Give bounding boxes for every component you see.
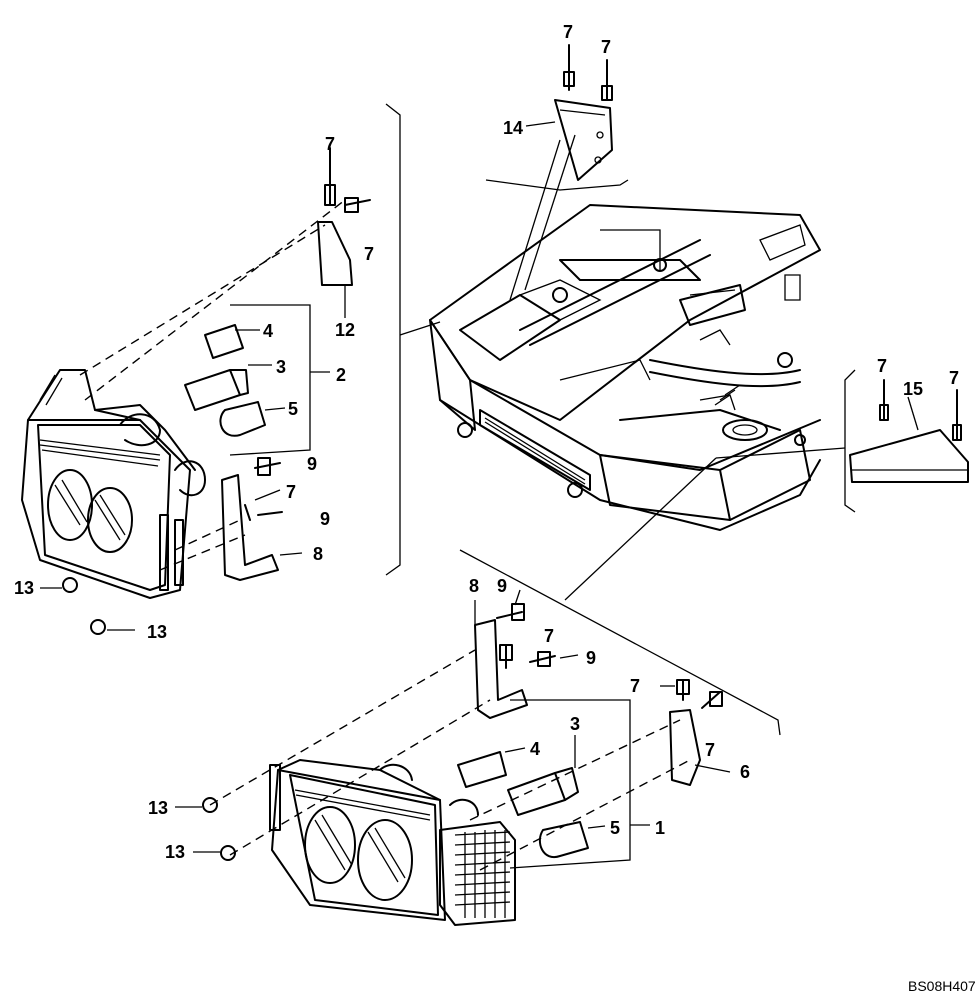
callout-8: 8 bbox=[313, 544, 323, 564]
bulb-5-lower bbox=[538, 821, 606, 859]
callout-13: 13 bbox=[148, 798, 168, 818]
corner-cover-14 bbox=[525, 44, 613, 181]
callout-7: 7 bbox=[949, 368, 959, 388]
callout-12: 12 bbox=[335, 320, 355, 340]
right-headlamp-assembly bbox=[175, 549, 781, 926]
callout-5: 5 bbox=[610, 818, 620, 838]
callout-13: 13 bbox=[165, 842, 185, 862]
callout-3: 3 bbox=[276, 357, 286, 377]
bulb-4-lower bbox=[457, 747, 526, 788]
reference-leaders bbox=[399, 134, 846, 601]
callout-7: 7 bbox=[601, 37, 611, 57]
callout-7: 7 bbox=[563, 22, 573, 42]
callout-9: 9 bbox=[307, 454, 317, 474]
callout-8: 8 bbox=[469, 576, 479, 596]
callout-7: 7 bbox=[325, 134, 335, 154]
left-headlamp-assembly bbox=[21, 103, 401, 635]
bulb-3-upper bbox=[184, 364, 272, 411]
callout-7: 7 bbox=[364, 244, 374, 264]
callout-13: 13 bbox=[14, 578, 34, 598]
callout-9: 9 bbox=[586, 648, 596, 668]
callout-2: 2 bbox=[336, 365, 346, 385]
callout-7: 7 bbox=[877, 356, 887, 376]
callout-15: 15 bbox=[903, 379, 923, 399]
callout-labels: 7 7 14 7 7 12 4 3 2 5 9 7 9 8 13 13 7 15… bbox=[14, 22, 959, 862]
callout-7: 7 bbox=[630, 676, 640, 696]
drawing-code: BS08H407 bbox=[908, 978, 976, 994]
bulb-5-upper bbox=[219, 401, 286, 437]
callout-4: 4 bbox=[530, 739, 540, 759]
side-cover-15 bbox=[844, 369, 969, 513]
callout-13: 13 bbox=[147, 622, 167, 642]
callout-9: 9 bbox=[320, 509, 330, 529]
callout-9: 9 bbox=[497, 576, 507, 596]
callout-7: 7 bbox=[286, 482, 296, 502]
bulb-4-upper bbox=[204, 324, 260, 359]
callout-7: 7 bbox=[705, 740, 715, 760]
bulb-3-lower bbox=[507, 735, 579, 816]
callout-7: 7 bbox=[544, 626, 554, 646]
callout-4: 4 bbox=[263, 321, 273, 341]
callout-14: 14 bbox=[503, 118, 523, 138]
chassis-frame-assembly bbox=[429, 204, 821, 531]
callout-5: 5 bbox=[288, 399, 298, 419]
callout-3: 3 bbox=[570, 714, 580, 734]
callout-6: 6 bbox=[740, 762, 750, 782]
callout-1: 1 bbox=[655, 818, 665, 838]
